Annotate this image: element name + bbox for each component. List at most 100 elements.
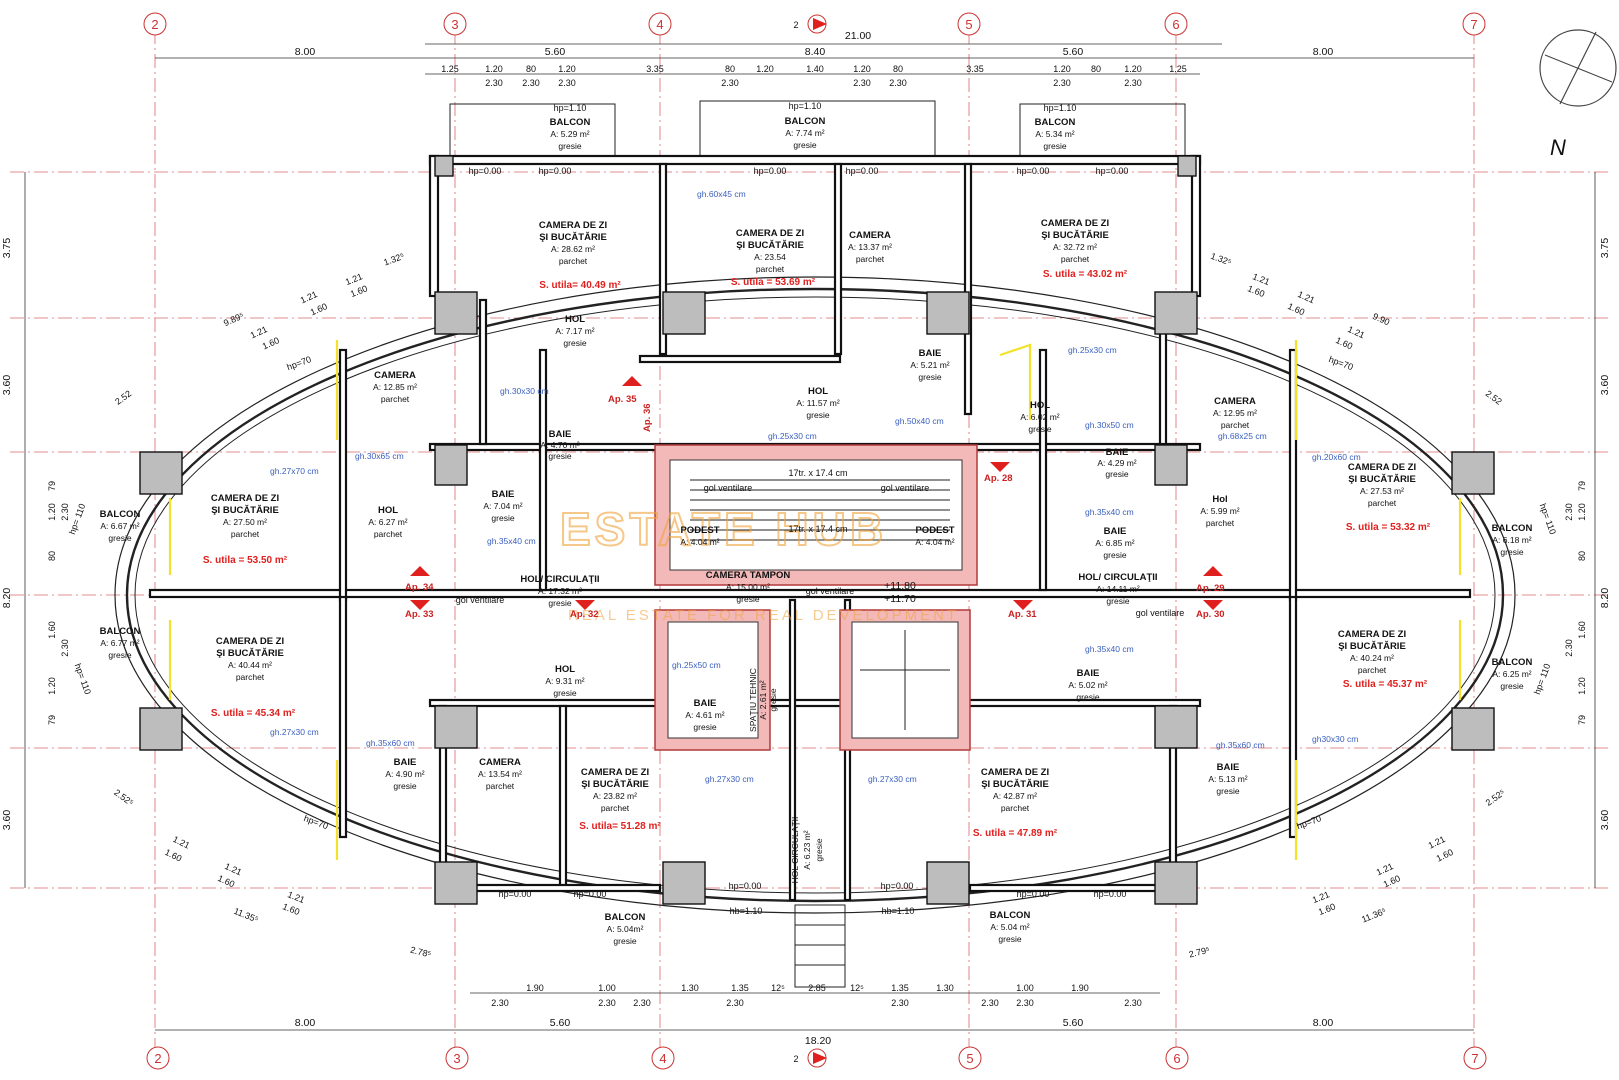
svg-text:REAL ESTATE FOR REAL DEVELOPME: REAL ESTATE FOR REAL DEVELOPMENT xyxy=(568,607,959,624)
svg-text:gh.30x30 cm: gh.30x30 cm xyxy=(500,386,549,396)
ap-marker-28: Ap. 28 xyxy=(984,462,1013,484)
svg-text:1.21: 1.21 xyxy=(249,324,269,340)
svg-text:parchet: parchet xyxy=(1001,803,1030,813)
svg-text:A: 6.85 m²: A: 6.85 m² xyxy=(1095,538,1134,548)
fixture-labels: gh.60x45 cm gh.30x30 cm gh.30x65 cm gh.2… xyxy=(270,189,1361,784)
svg-text:2.85: 2.85 xyxy=(808,983,826,993)
svg-text:5.60: 5.60 xyxy=(1063,1017,1084,1029)
svg-text:CAMERA DE ZI: CAMERA DE ZI xyxy=(539,220,607,231)
svg-text:80: 80 xyxy=(725,64,735,74)
svg-text:+11.80: +11.80 xyxy=(884,580,916,592)
svg-text:parchet: parchet xyxy=(374,529,403,539)
svg-text:5.60: 5.60 xyxy=(545,46,566,58)
svg-text:A: 11.57 m²: A: 11.57 m² xyxy=(796,398,839,408)
svg-text:A: 5.02 m²: A: 5.02 m² xyxy=(1068,680,1107,690)
svg-text:gresie: gresie xyxy=(393,781,416,791)
structural-columns xyxy=(139,155,1495,905)
svg-text:parchet: parchet xyxy=(559,256,588,266)
svg-text:2.30: 2.30 xyxy=(721,78,739,88)
svg-text:hp=1.10: hp=1.10 xyxy=(554,103,587,113)
svg-text:3: 3 xyxy=(451,17,458,32)
svg-text:HOL/ CIRCULAŢII: HOL/ CIRCULAŢII xyxy=(1078,572,1157,583)
svg-text:1.21: 1.21 xyxy=(1427,834,1447,851)
svg-text:2.52: 2.52 xyxy=(1484,388,1504,406)
svg-text:gh.35x60 cm: gh.35x60 cm xyxy=(1216,740,1265,750)
svg-text:1.60: 1.60 xyxy=(281,901,301,917)
section-mark-bottom: 2 xyxy=(793,1048,827,1068)
svg-text:2: 2 xyxy=(154,1051,161,1066)
svg-text:12⁵: 12⁵ xyxy=(771,983,785,993)
svg-text:parchet: parchet xyxy=(1368,498,1397,508)
svg-text:2.30: 2.30 xyxy=(558,78,576,88)
svg-text:gresie: gresie xyxy=(1043,141,1066,151)
svg-text:1.60: 1.60 xyxy=(309,301,329,317)
svg-text:HOL/ CIRCULAŢII: HOL/ CIRCULAŢII xyxy=(520,574,599,585)
svg-text:A: 27.50 m²: A: 27.50 m² xyxy=(223,517,267,527)
svg-text:ŞI BUCĂTĂRIE: ŞI BUCĂTĂRIE xyxy=(581,779,649,790)
svg-text:HOL: HOL xyxy=(555,664,575,675)
svg-text:ESTATE HUB: ESTATE HUB xyxy=(560,503,887,555)
svg-text:Ap. 30: Ap. 30 xyxy=(1196,609,1225,620)
svg-text:ŞI BUCĂTĂRIE: ŞI BUCĂTĂRIE xyxy=(211,505,279,516)
svg-text:1.60: 1.60 xyxy=(1577,621,1587,639)
svg-text:3.60: 3.60 xyxy=(1599,375,1611,396)
svg-text:1.90: 1.90 xyxy=(1071,983,1089,993)
svg-text:BAIE: BAIE xyxy=(492,489,515,500)
svg-text:1.60: 1.60 xyxy=(216,873,236,889)
svg-text:79: 79 xyxy=(47,481,57,491)
svg-text:hp=0.00: hp=0.00 xyxy=(574,889,607,899)
svg-text:Ap. 29: Ap. 29 xyxy=(1196,583,1225,594)
grid-bubble-top-3: 3 xyxy=(443,12,467,36)
svg-text:BAIE: BAIE xyxy=(549,429,572,440)
svg-text:1.20: 1.20 xyxy=(1577,677,1587,695)
svg-text:3: 3 xyxy=(453,1051,460,1066)
svg-text:BALCON: BALCON xyxy=(1492,657,1533,668)
outer-facade xyxy=(114,276,1516,914)
svg-text:hb=1.10: hb=1.10 xyxy=(730,906,763,916)
svg-text:3.60: 3.60 xyxy=(1,375,13,396)
svg-text:1.60: 1.60 xyxy=(163,847,183,864)
svg-text:hp=0.00: hp=0.00 xyxy=(1094,889,1127,899)
svg-text:79: 79 xyxy=(47,715,57,725)
grid-bubble-bottom-6: 6 xyxy=(1165,1046,1189,1070)
useful-area-ap31: S. utila = 47.89 m² xyxy=(973,828,1058,839)
svg-text:6: 6 xyxy=(1172,17,1179,32)
svg-text:gh.35x40 cm: gh.35x40 cm xyxy=(487,536,536,546)
svg-text:A: 13.54 m²: A: 13.54 m² xyxy=(478,769,522,779)
svg-text:A: 7.17 m²: A: 7.17 m² xyxy=(555,326,594,336)
svg-text:7: 7 xyxy=(1470,17,1477,32)
svg-text:A: 32.72 m²: A: 32.72 m² xyxy=(1053,242,1097,252)
apartment-markers: Ap. 35 Ap. 36 Ap. 28 Ap. 34 Ap. 33 Ap. 3… xyxy=(405,376,1225,620)
grid-bubble-bottom-4: 4 xyxy=(651,1046,675,1070)
svg-text:A: 5.29 m²: A: 5.29 m² xyxy=(550,129,589,139)
svg-text:1.20: 1.20 xyxy=(47,677,57,695)
svg-text:A: 23.82 m²: A: 23.82 m² xyxy=(593,791,637,801)
svg-text:1.90: 1.90 xyxy=(526,983,544,993)
svg-text:gresie: gresie xyxy=(108,650,131,660)
useful-area-ap36: S. utila = 53.69 m² xyxy=(731,277,816,288)
svg-text:PODEST: PODEST xyxy=(915,525,954,536)
svg-text:CAMERA DE ZI: CAMERA DE ZI xyxy=(981,767,1049,778)
svg-text:A: 5.04 m²: A: 5.04 m² xyxy=(990,922,1029,932)
svg-text:2.30: 2.30 xyxy=(60,503,70,521)
grid-bubble-bottom-3: 3 xyxy=(445,1046,469,1070)
svg-text:hp= 110: hp= 110 xyxy=(1532,662,1552,696)
svg-text:1.21: 1.21 xyxy=(1296,289,1316,305)
svg-text:1.20: 1.20 xyxy=(485,64,503,74)
svg-text:80: 80 xyxy=(47,551,57,561)
